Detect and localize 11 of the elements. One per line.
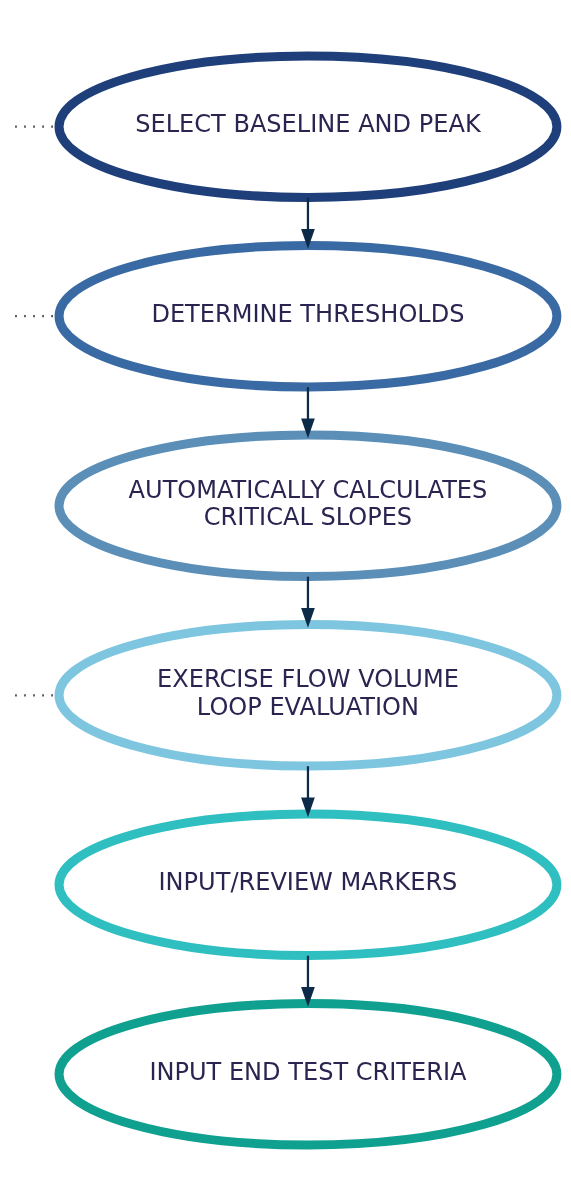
arrow <box>301 576 315 628</box>
arrow <box>301 197 315 249</box>
arrow <box>301 387 315 439</box>
node-ellipse: INPUT/REVIEW MARKERS <box>54 809 562 960</box>
arrow <box>301 766 315 818</box>
node-ellipse: AUTOMATICALLY CALCULATES CRITICAL SLOPES <box>54 430 562 581</box>
node-ellipse: DETERMINE THRESHOLDS <box>54 241 562 392</box>
arrow <box>301 955 315 1007</box>
node-ellipse: INPUT END TEST CRITERIA <box>54 999 562 1150</box>
node-ellipse: SELECT BASELINE AND PEAK <box>54 51 562 202</box>
node-ellipse: EXERCISE FLOW VOLUME LOOP EVALUATION <box>54 620 562 771</box>
